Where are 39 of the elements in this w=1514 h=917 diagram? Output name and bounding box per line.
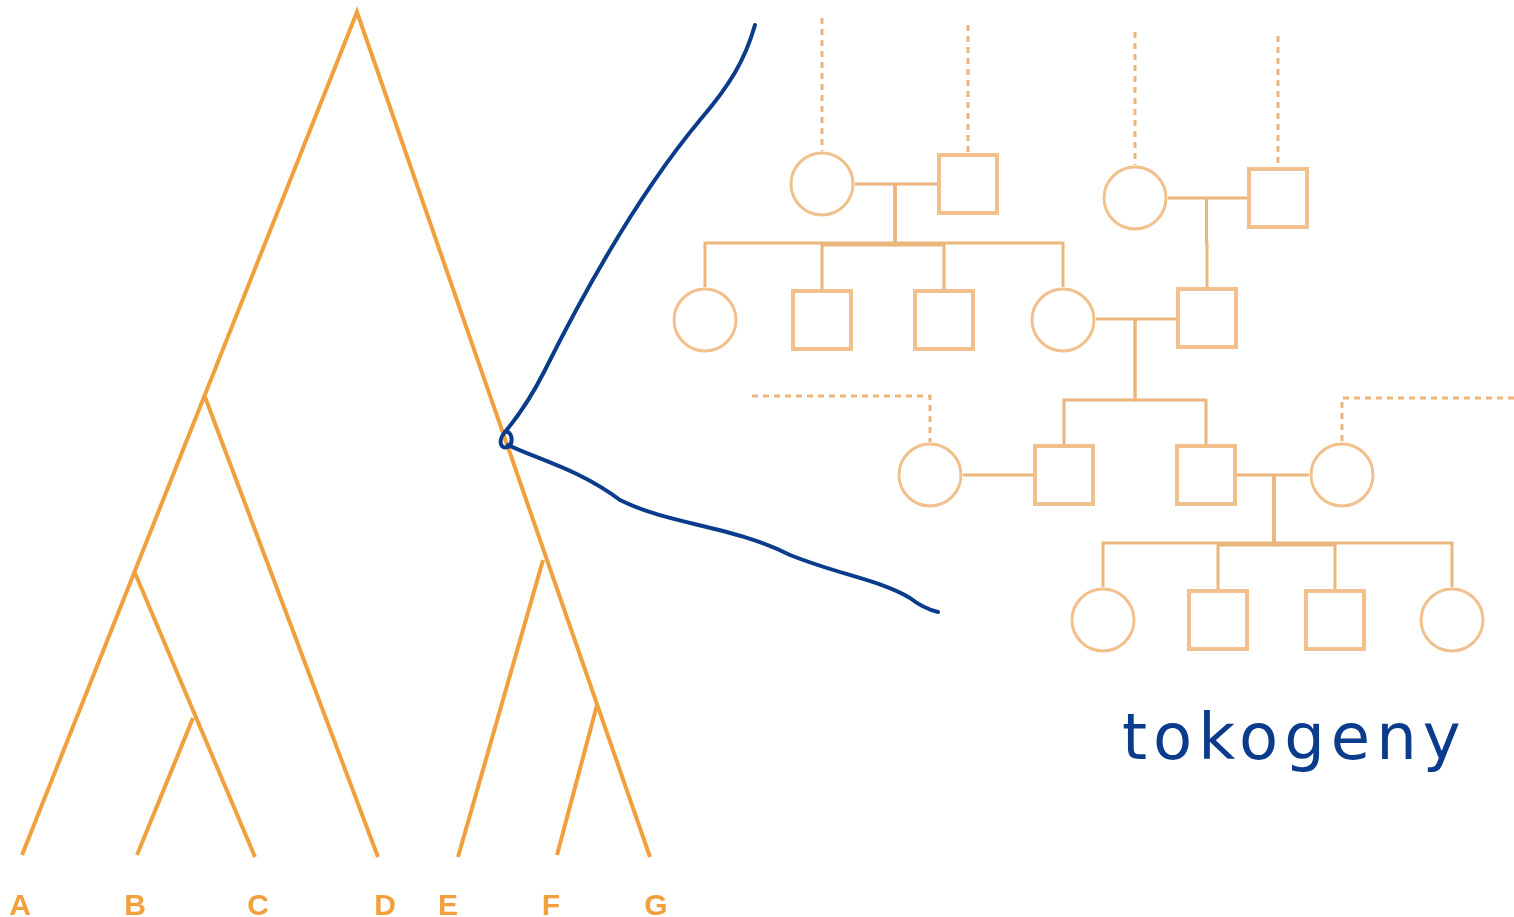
dashed-line <box>820 18 824 151</box>
dashed-line <box>752 394 932 442</box>
male-square <box>1033 444 1095 506</box>
dashed-line <box>966 25 970 153</box>
taxon-label: D <box>374 890 396 917</box>
female-circle <box>789 151 855 217</box>
male-square <box>1176 287 1238 349</box>
male-square <box>1175 444 1237 506</box>
pedigree-line <box>1272 475 1454 587</box>
pedigree-line <box>1237 473 1309 477</box>
male-square <box>913 289 975 351</box>
male-square <box>1187 589 1249 651</box>
pedigree-line <box>893 184 1065 287</box>
taxon-label: A <box>9 890 31 917</box>
female-circle <box>1419 587 1485 653</box>
pedigree-line <box>1133 319 1208 444</box>
male-square <box>1247 167 1309 229</box>
dashed-line <box>1133 32 1137 165</box>
female-circle <box>1070 587 1136 653</box>
male-square <box>1304 589 1366 651</box>
dashed-line <box>1340 396 1514 442</box>
female-circle <box>897 442 963 508</box>
female-circle <box>672 287 738 353</box>
pedigree-line <box>963 473 1033 477</box>
pedigree-line <box>1168 196 1247 200</box>
taxon-label: B <box>124 890 146 917</box>
taxon-label: C <box>247 890 269 917</box>
female-circle <box>1309 442 1375 508</box>
taxon-label: E <box>438 890 458 917</box>
taxon-label: F <box>541 890 561 917</box>
female-circle <box>1030 287 1096 353</box>
male-square <box>791 289 853 351</box>
taxon-label: G <box>644 890 668 917</box>
pedigree-line <box>1205 198 1209 287</box>
pedigree-line <box>1096 317 1176 321</box>
handwritten-note: tokogeny <box>1122 702 1467 773</box>
male-square <box>937 153 999 215</box>
pedigree-line <box>855 182 937 186</box>
female-circle <box>1102 165 1168 231</box>
